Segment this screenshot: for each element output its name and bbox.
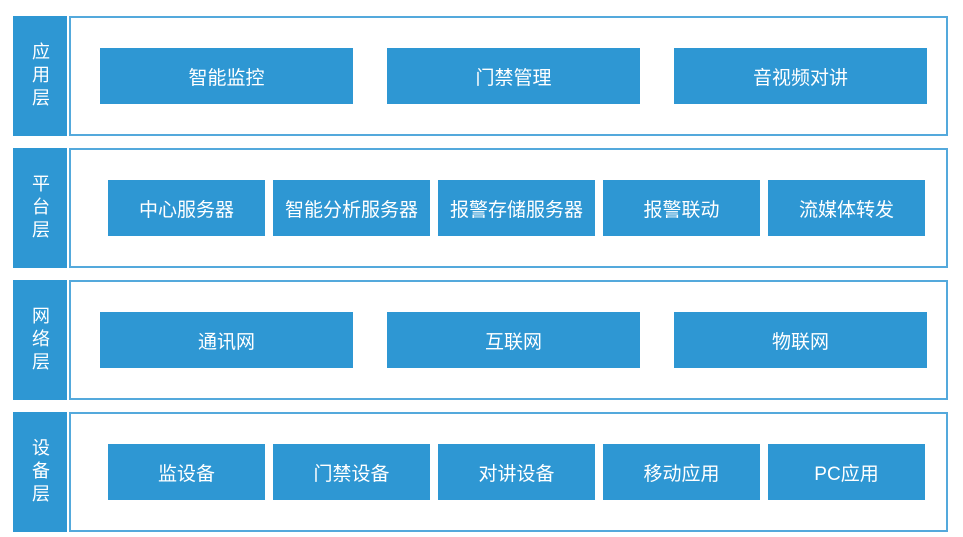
layer-box: 中心服务器	[108, 180, 265, 236]
layer-label-network-layer: 网络层	[13, 280, 67, 400]
layer-box: 流媒体转发	[768, 180, 925, 236]
layer-box: 门禁管理	[387, 48, 640, 104]
layer-container-platform-layer: 中心服务器智能分析服务器报警存储服务器报警联动流媒体转发	[69, 148, 948, 268]
layer-box: 报警存储服务器	[438, 180, 595, 236]
layer-row-platform-layer: 平台层中心服务器智能分析服务器报警存储服务器报警联动流媒体转发	[13, 148, 963, 268]
layer-container-network-layer: 通讯网互联网物联网	[69, 280, 948, 400]
layer-row-network-layer: 网络层通讯网互联网物联网	[13, 280, 963, 400]
layer-box: 报警联动	[603, 180, 760, 236]
layer-label-application-layer: 应用层	[13, 16, 67, 136]
layer-label-device-layer: 设备层	[13, 412, 67, 532]
layer-box: 门禁设备	[273, 444, 430, 500]
layer-box: 智能监控	[100, 48, 353, 104]
layer-box: 通讯网	[100, 312, 353, 368]
layer-label-platform-layer: 平台层	[13, 148, 67, 268]
layer-box: 智能分析服务器	[273, 180, 430, 236]
layer-box: 音视频对讲	[674, 48, 927, 104]
layer-box: 对讲设备	[438, 444, 595, 500]
layer-container-application-layer: 智能监控门禁管理音视频对讲	[69, 16, 948, 136]
layer-box: 监设备	[108, 444, 265, 500]
layer-box: 移动应用	[603, 444, 760, 500]
layer-box: PC应用	[768, 444, 925, 500]
layer-box: 物联网	[674, 312, 927, 368]
layer-box: 互联网	[387, 312, 640, 368]
layer-row-application-layer: 应用层智能监控门禁管理音视频对讲	[13, 16, 963, 136]
